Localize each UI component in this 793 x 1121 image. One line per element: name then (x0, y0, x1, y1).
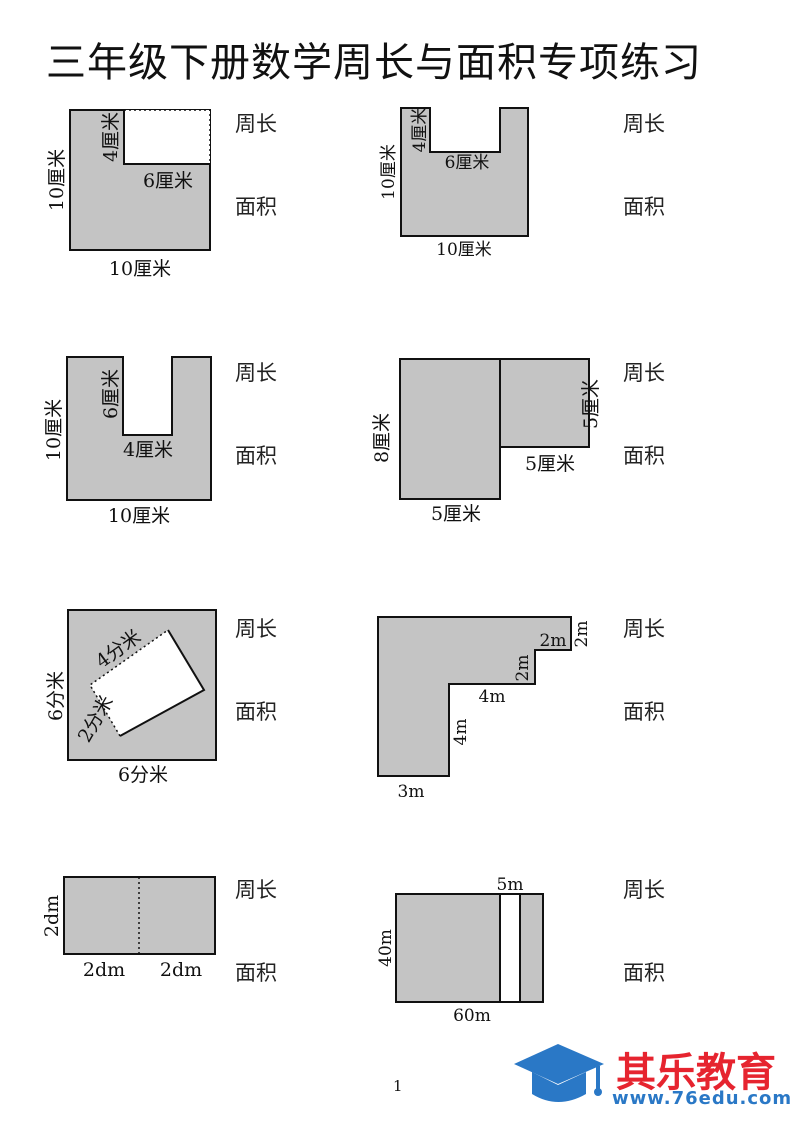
cut-width-label: 4厘米 (123, 439, 173, 461)
cutout-rect (124, 110, 210, 164)
bottom-label: 10厘米 (109, 258, 171, 280)
bottom-label: 5厘米 (431, 503, 481, 525)
diag-short-label: 2分米 (74, 692, 118, 746)
area-prompt: 面积 (623, 195, 665, 219)
strip-width-label: 5m (497, 875, 524, 895)
bottom-label: 3m (398, 782, 425, 802)
brand-logo[interactable]: 其乐教育 www.76edu.com (508, 1038, 793, 1118)
perimeter-prompt: 周长 (235, 617, 277, 641)
bottom-left-label: 2dm (83, 959, 125, 981)
perimeter-prompt: 周长 (623, 361, 665, 385)
right-label: 5厘米 (580, 379, 602, 429)
left-label: 10厘米 (379, 144, 399, 200)
area-prompt: 面积 (235, 700, 277, 724)
inner-horizontal-label: 4m (479, 687, 506, 707)
page-number: 1 (393, 1077, 403, 1095)
bottom-right-label: 2dm (160, 959, 202, 981)
area-prompt: 面积 (623, 961, 665, 985)
cut-height-label: 4厘米 (100, 112, 122, 162)
perimeter-prompt: 周长 (623, 878, 665, 902)
left-label: 10厘米 (46, 149, 68, 211)
cut-width-label: 6厘米 (143, 170, 193, 192)
left-label: 8厘米 (371, 413, 393, 463)
area-prompt: 面积 (235, 961, 277, 985)
bottom-label: 10厘米 (108, 505, 170, 527)
perimeter-prompt: 周长 (235, 361, 277, 385)
perimeter-prompt: 周长 (235, 112, 277, 136)
cut-height-label: 6厘米 (100, 369, 122, 419)
bottom-label: 6分米 (118, 764, 168, 786)
graduation-cap-icon (514, 1044, 604, 1102)
perimeter-prompt: 周长 (623, 112, 665, 136)
perimeter-prompt: 周长 (235, 878, 277, 902)
outer-square (69, 109, 211, 251)
bottom-label: 60m (453, 1006, 491, 1026)
diag-long-label: 4分米 (92, 626, 145, 673)
left-label: 6分米 (45, 671, 67, 721)
bottom-label: 10厘米 (436, 240, 492, 260)
step-vertical-label: 2m (513, 655, 533, 682)
area-prompt: 面积 (623, 700, 665, 724)
area-prompt: 面积 (235, 195, 277, 219)
step-horizontal-label: 2m (540, 631, 567, 651)
area-prompt: 面积 (623, 444, 665, 468)
left-label: 10厘米 (43, 399, 65, 461)
cut-height-label: 4厘米 (410, 108, 430, 153)
right-label: 2m (572, 621, 592, 648)
left-label: 2dm (41, 895, 63, 937)
left-label: 40m (376, 929, 396, 967)
cut-width-label: 6厘米 (445, 153, 490, 173)
perimeter-prompt: 周长 (623, 617, 665, 641)
small-bottom-label: 5厘米 (525, 453, 575, 475)
page-title: 三年级下册数学周长与面积专项练习 (46, 40, 702, 86)
inner-vertical-label: 4m (451, 719, 471, 746)
area-prompt: 面积 (235, 444, 277, 468)
brand-name: 其乐教育 (616, 1050, 776, 1096)
brand-url[interactable]: www.76edu.com (612, 1088, 793, 1109)
